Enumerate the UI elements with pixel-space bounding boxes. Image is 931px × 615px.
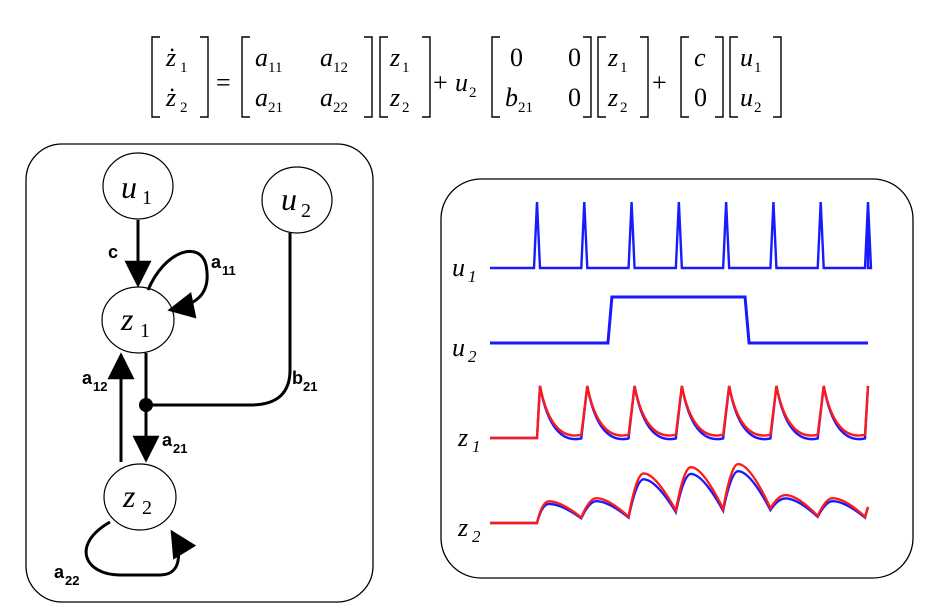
- a11-sub: 11: [268, 60, 282, 76]
- b21-sub: 21: [518, 100, 533, 116]
- lhs-z2-dot: ż: [165, 83, 176, 112]
- b-entry-22: 0: [568, 83, 581, 112]
- a22-entry: a: [320, 83, 333, 112]
- row-label-u1-sub: 1: [468, 267, 477, 286]
- timeseries-panel: u 1 u 2 z 1 z 2: [440, 178, 914, 579]
- node-u2: [261, 166, 333, 234]
- lhs-z1-dot: ż: [165, 43, 176, 72]
- lhs-z2-sub: 2: [180, 100, 188, 116]
- label-a12-sub: 12: [93, 379, 107, 394]
- a21-sub: 21: [268, 100, 283, 116]
- edge-a11: [146, 249, 209, 319]
- label-c: c: [108, 242, 118, 262]
- traces: [490, 201, 873, 525]
- z2-entry-2: z: [607, 83, 618, 112]
- node-u1: [102, 152, 174, 220]
- network-panel: [25, 143, 374, 603]
- trace-z2-observed: [490, 462, 870, 525]
- network-diagram: u 1 u 2 z 1 z 2 c a 11 a 12 a 21 b 21 a …: [25, 143, 374, 603]
- z1-entry-2: z: [607, 43, 618, 72]
- node-z1: [101, 286, 175, 354]
- plus-sign-2: +: [652, 68, 667, 97]
- a21-entry: a: [255, 83, 268, 112]
- timeseries-frame: [440, 178, 914, 579]
- row-label-u2-sub: 2: [468, 347, 477, 366]
- node-u1-sub: 1: [142, 187, 152, 209]
- label-b21-sub: 21: [303, 379, 317, 394]
- edge-a22: [84, 520, 197, 577]
- trace-u1: [490, 201, 873, 270]
- b-entry-12: 0: [568, 43, 581, 72]
- node-u2-sub: 2: [301, 200, 311, 222]
- label-a11: a: [211, 252, 222, 272]
- state-equation: ż 1 ż 2 = a 11 a 12 a 21 a 22 z 1 z 2 + …: [151, 36, 782, 118]
- u1-sub: 1: [754, 60, 762, 76]
- z2-entry: z: [389, 83, 400, 112]
- label-a21: a: [162, 430, 173, 450]
- equals-sign: =: [216, 68, 231, 97]
- b21-entry: b: [505, 83, 518, 112]
- b-entry-11: 0: [510, 43, 523, 72]
- row-label-z2-sub: 2: [472, 527, 481, 546]
- modulation-junction: [139, 398, 153, 412]
- row-label-u1: u: [452, 253, 465, 282]
- node-u1-label: u: [121, 169, 137, 205]
- trace-z1-observed: [490, 385, 870, 440]
- label-a21-sub: 21: [173, 441, 187, 456]
- node-z1-sub: 1: [140, 320, 150, 342]
- edge-b21: [148, 233, 292, 407]
- z1-entry: z: [389, 43, 400, 72]
- u1-entry: u: [740, 43, 753, 72]
- row-label-z2: z: [457, 513, 468, 542]
- z1-sub-2: 1: [620, 60, 628, 76]
- label-a12: a: [82, 368, 93, 388]
- node-z1-label: z: [120, 301, 134, 337]
- u2-coefficient: u: [455, 68, 468, 97]
- a12-sub: 12: [333, 60, 348, 76]
- label-a22: a: [54, 562, 65, 582]
- plus-sign-1: +: [433, 68, 448, 97]
- label-b21: b: [292, 368, 303, 388]
- label-a11-sub: 11: [222, 263, 236, 278]
- z2-sub: 2: [402, 100, 410, 116]
- node-z2: [103, 463, 177, 531]
- node-z2-sub: 2: [142, 497, 152, 519]
- bracket-right: [200, 36, 209, 118]
- a22-sub: 22: [333, 100, 348, 116]
- z1-sub: 1: [402, 60, 410, 76]
- trace-u2: [490, 295, 868, 345]
- u2-sub: 2: [754, 100, 762, 116]
- node-u2-label: u: [281, 181, 297, 217]
- bracket-left: [151, 36, 160, 118]
- node-z2-label: z: [122, 478, 136, 514]
- label-a22-sub: 22: [65, 573, 79, 588]
- row-label-z1-sub: 1: [472, 437, 481, 456]
- c-entry: c: [694, 43, 706, 72]
- a11-entry: a: [255, 43, 268, 72]
- row-label-z1: z: [457, 423, 468, 452]
- z2-sub-2: 2: [620, 100, 628, 116]
- lhs-z1-sub: 1: [180, 60, 188, 76]
- u2-entry: u: [740, 83, 753, 112]
- row-label-u2: u: [452, 333, 465, 362]
- u2-coefficient-sub: 2: [469, 85, 477, 101]
- a12-entry: a: [320, 43, 333, 72]
- c-zero-entry: 0: [694, 83, 707, 112]
